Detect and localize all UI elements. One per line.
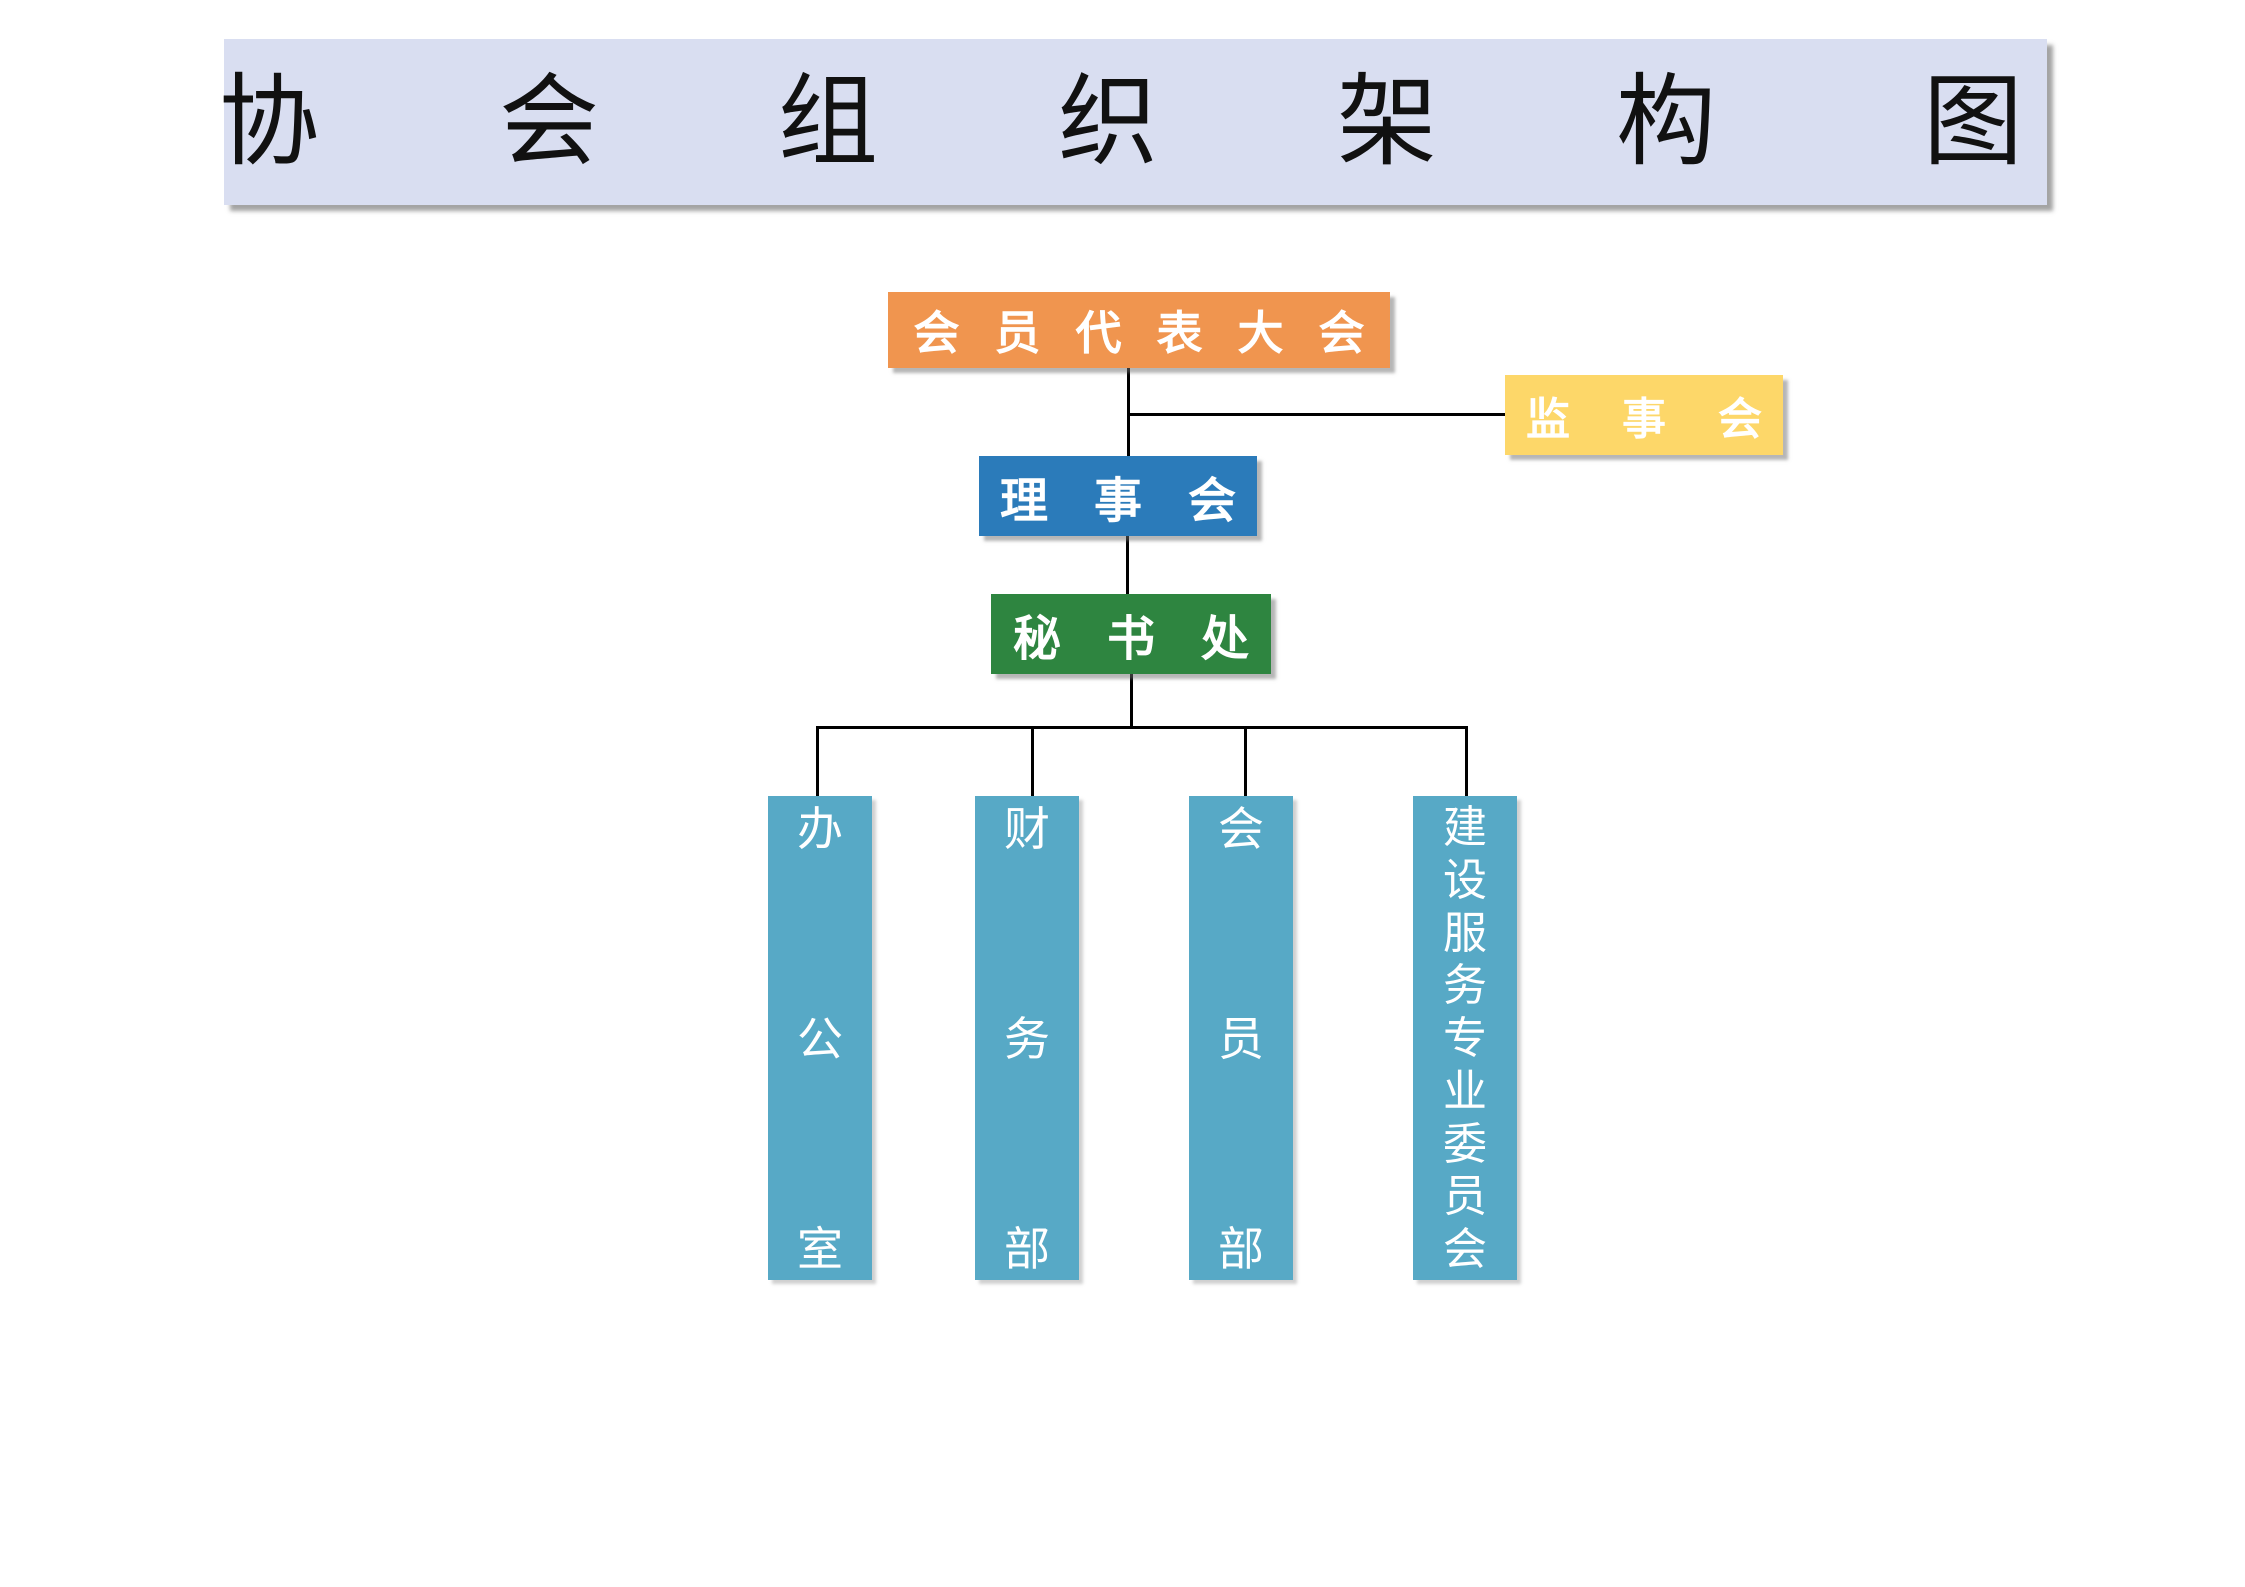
connector-dept-1 bbox=[816, 726, 819, 796]
department-label-char: 业 bbox=[1443, 1065, 1487, 1117]
department-label-char: 务 bbox=[1443, 960, 1487, 1012]
node-member-assembly: 会员代表大会 bbox=[888, 292, 1390, 368]
connector-secretariat-trunk bbox=[1130, 674, 1133, 728]
department-construction-committee: 建 设 服 务 专 业 委 员 会 bbox=[1413, 796, 1517, 1280]
department-label-char: 设 bbox=[1443, 854, 1487, 906]
connector-supervisory bbox=[1129, 413, 1505, 416]
department-label-char: 办 bbox=[797, 802, 843, 856]
node-supervisory-board: 监事会 bbox=[1505, 375, 1783, 455]
department-label-char: 部 bbox=[1004, 1222, 1050, 1276]
department-label-char: 务 bbox=[1004, 1012, 1050, 1066]
node-secretariat-label: 秘书处 bbox=[1013, 611, 1296, 667]
connector-assembly-council bbox=[1127, 368, 1130, 456]
department-label-char: 会 bbox=[1218, 802, 1264, 856]
department-label-char: 财 bbox=[1004, 802, 1050, 856]
title-char: 组 bbox=[778, 63, 878, 180]
department-membership: 会 员 部 bbox=[1189, 796, 1293, 1280]
title-banner: 协 会 组 织 架 构 图 bbox=[219, 39, 2047, 205]
department-finance: 财 务 部 bbox=[975, 796, 1079, 1280]
department-label-char: 员 bbox=[1218, 1012, 1264, 1066]
department-label-char: 室 bbox=[797, 1222, 843, 1276]
title-char: 协 bbox=[219, 63, 319, 180]
connector-council-secretariat bbox=[1126, 536, 1129, 594]
department-label-char: 员 bbox=[1443, 1171, 1487, 1223]
department-label-char: 公 bbox=[797, 1012, 843, 1066]
department-label-char: 建 bbox=[1443, 802, 1487, 853]
node-supervisory-board-label: 监事会 bbox=[1526, 394, 1814, 445]
department-label-char: 委 bbox=[1443, 1118, 1487, 1170]
connector-dept-2 bbox=[1031, 726, 1034, 796]
node-secretariat: 秘书处 bbox=[991, 594, 1271, 674]
department-label-char: 服 bbox=[1443, 907, 1487, 959]
title-char: 会 bbox=[499, 63, 599, 180]
node-council: 理事会 bbox=[979, 456, 1257, 536]
node-council-label: 理事会 bbox=[1000, 473, 1283, 529]
title-char: 图 bbox=[1923, 63, 2023, 180]
title-char: 构 bbox=[1616, 63, 1716, 180]
connector-dept-4 bbox=[1465, 726, 1468, 796]
department-label-char: 专 bbox=[1443, 1013, 1487, 1064]
connector-department-bus bbox=[816, 726, 1468, 729]
department-label-char: 部 bbox=[1218, 1222, 1264, 1276]
node-member-assembly-label: 会员代表大会 bbox=[913, 306, 1400, 360]
connector-dept-3 bbox=[1244, 726, 1247, 796]
department-label-char: 会 bbox=[1443, 1224, 1487, 1275]
department-office: 办 公 室 bbox=[768, 796, 872, 1280]
title-char: 织 bbox=[1058, 63, 1158, 180]
title-char: 架 bbox=[1337, 63, 1437, 180]
